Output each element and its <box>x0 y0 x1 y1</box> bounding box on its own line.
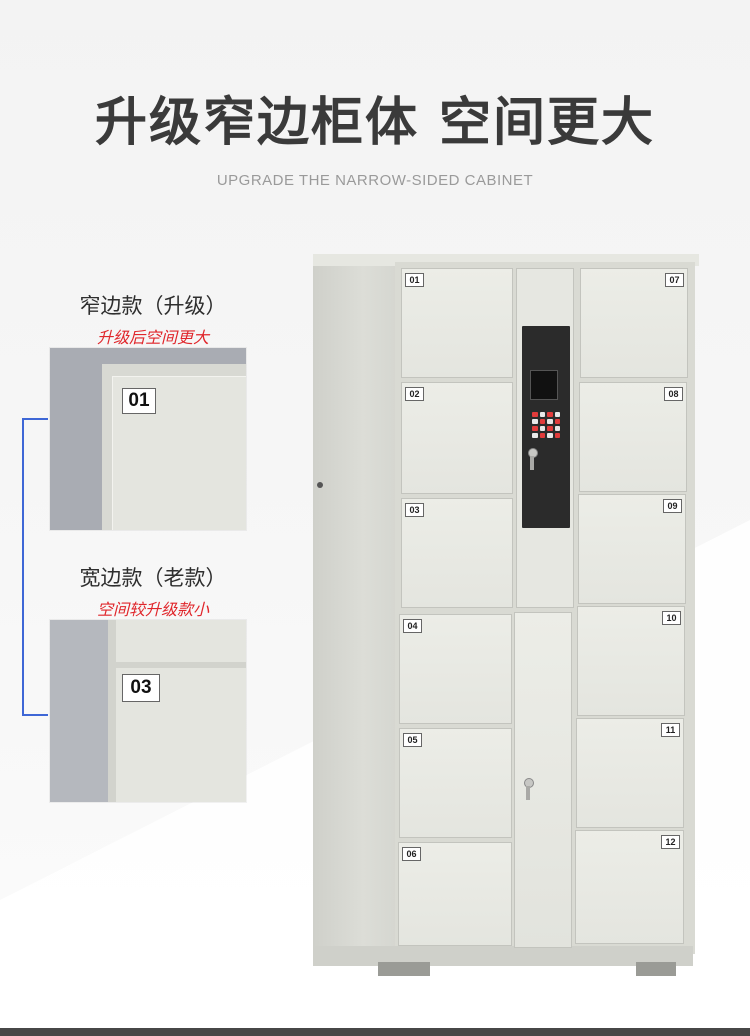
upgraded-note: 升级后空间更大 <box>96 328 209 347</box>
page-title: 升级窄边柜体 空间更大 <box>94 93 656 153</box>
cabinet-base <box>313 946 693 966</box>
narrow-edge-closeup: 01 <box>50 348 246 530</box>
door-number: 01 <box>405 273 424 287</box>
key-icon <box>530 456 534 470</box>
locker-door[interactable]: 10 <box>577 606 685 716</box>
locker-door[interactable]: 09 <box>578 494 686 604</box>
side-lock-hole <box>317 482 323 488</box>
locker-door[interactable]: 05 <box>399 728 512 838</box>
locker-door[interactable]: 11 <box>576 718 684 828</box>
comparison-bracket <box>22 418 48 716</box>
cabinet-side-panel <box>313 254 397 954</box>
door-number: 11 <box>661 723 680 737</box>
door-number: 12 <box>661 835 680 849</box>
old-note: 空间较升级款小 <box>96 600 209 619</box>
locker-door[interactable]: 06 <box>398 842 512 946</box>
old-label: 宽边款（老款） <box>79 566 227 590</box>
page-subtitle: UPGRADE THE NARROW-SIDED CABINET <box>216 172 534 189</box>
upgraded-label: 窄边款（升级） <box>79 294 227 318</box>
terminal-screen <box>530 370 558 400</box>
locker-door[interactable]: 02 <box>401 382 513 494</box>
door-number-tag: 03 <box>122 674 160 702</box>
terminal-keypad[interactable] <box>532 412 560 438</box>
door-number: 07 <box>665 273 684 287</box>
locker-door[interactable]: 07 <box>580 268 688 378</box>
door-number: 04 <box>403 619 422 633</box>
cabinet-foot <box>378 962 430 976</box>
locker-door[interactable]: 01 <box>401 268 513 378</box>
door-number: 09 <box>663 499 682 513</box>
locker-door[interactable]: 04 <box>399 614 512 724</box>
cabinet-foot <box>636 962 676 976</box>
door-number: 08 <box>664 387 683 401</box>
door-number: 06 <box>402 847 421 861</box>
control-terminal[interactable] <box>522 326 570 528</box>
wide-edge-closeup: 03 <box>50 620 246 802</box>
locker-door[interactable]: 12 <box>575 830 684 944</box>
key-icon <box>526 786 530 800</box>
door-number: 10 <box>662 611 681 625</box>
door-number: 05 <box>403 733 422 747</box>
middle-storage-door[interactable] <box>514 612 572 948</box>
door-number: 02 <box>405 387 424 401</box>
door-number: 03 <box>405 503 424 517</box>
locker-door[interactable]: 03 <box>401 498 513 608</box>
locker-door[interactable]: 08 <box>579 382 687 492</box>
door-number-tag: 01 <box>122 388 156 414</box>
